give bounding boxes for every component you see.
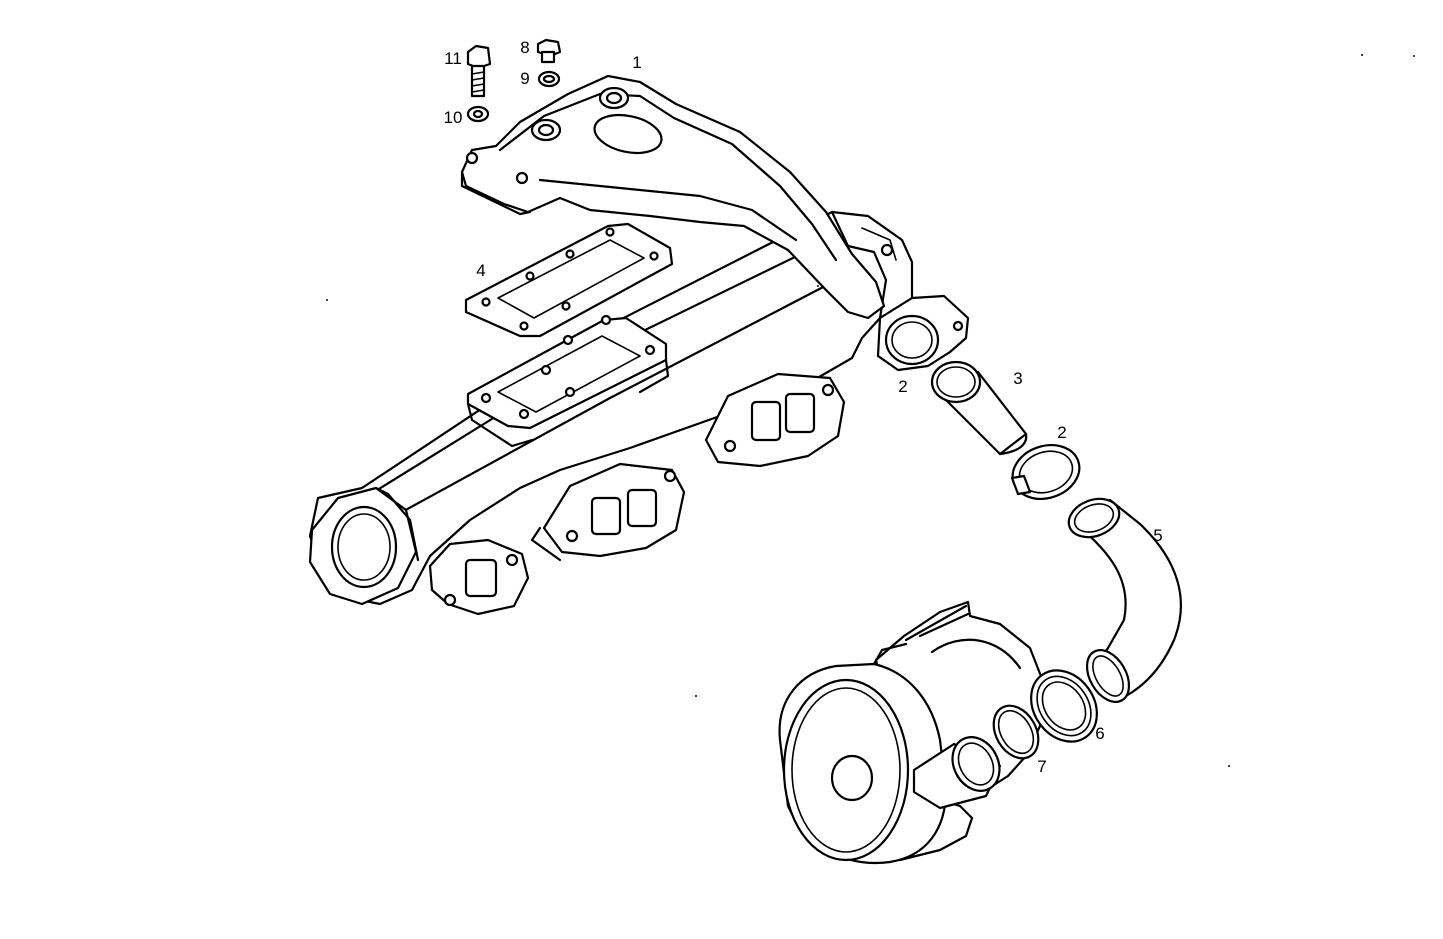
- part-4-gasket: [464, 222, 674, 338]
- callout-4: 4: [476, 261, 485, 280]
- callout-11: 11: [444, 49, 462, 68]
- scan-specks: [326, 54, 1415, 767]
- part-10-washer: [466, 105, 490, 123]
- callout-2-upper: 2: [898, 377, 907, 396]
- part-9-seal-ring: [537, 70, 561, 88]
- part-3-sleeve: [930, 360, 1028, 456]
- callout-labels: 1 2 2 3 4 5 6 7 8 9 10 11: [444, 38, 1163, 776]
- part-2-clamp-lower: [1010, 444, 1081, 500]
- callout-6: 6: [1095, 724, 1104, 743]
- callout-5: 5: [1153, 526, 1162, 545]
- callout-3: 3: [1013, 369, 1022, 388]
- callout-8: 8: [520, 38, 529, 57]
- callout-1: 1: [632, 53, 641, 72]
- exhaust-manifold: [308, 210, 970, 616]
- part-8-plug: [536, 38, 562, 64]
- part-11-bolt: [466, 44, 492, 98]
- part-7-o-ring: [992, 704, 1040, 760]
- callout-9: 9: [520, 69, 529, 88]
- callout-7: 7: [1037, 757, 1046, 776]
- turbocharger: [778, 600, 1046, 865]
- part-6-ring-clamp: [1030, 669, 1098, 743]
- callout-2-lower: 2: [1057, 423, 1066, 442]
- callout-10: 10: [444, 108, 463, 127]
- part-1-riser-elbow: [460, 74, 886, 320]
- part-5-bent-hose: [1067, 497, 1182, 703]
